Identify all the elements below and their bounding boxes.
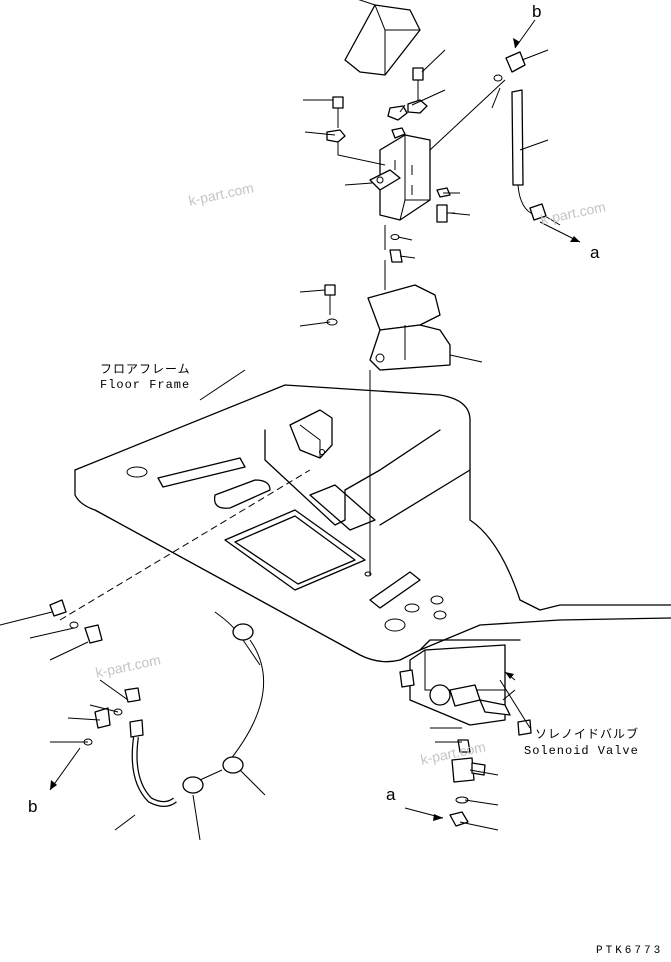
solenoid-valve-label-en: Solenoid Valve [524, 744, 639, 758]
solenoid-valve-label-jp: ソレノイドバルブ [535, 727, 640, 741]
reference-a-bottom: a [386, 785, 396, 804]
reference-a-right: a [590, 243, 600, 262]
pedal-assembly [324, 4, 547, 575]
reference-b-top: b [532, 2, 542, 21]
solenoid-valve [399, 644, 532, 827]
floor-frame-label-jp: フロアフレーム [100, 362, 191, 376]
hose-assembly [49, 469, 311, 807]
leader-lines [0, 0, 561, 841]
drawing-code: PTK6773 [596, 945, 664, 957]
floor-frame [74, 384, 671, 663]
reference-arrows [49, 19, 581, 821]
floor-frame-label-en: Floor Frame [100, 378, 191, 392]
reference-b-left: b [28, 797, 38, 816]
